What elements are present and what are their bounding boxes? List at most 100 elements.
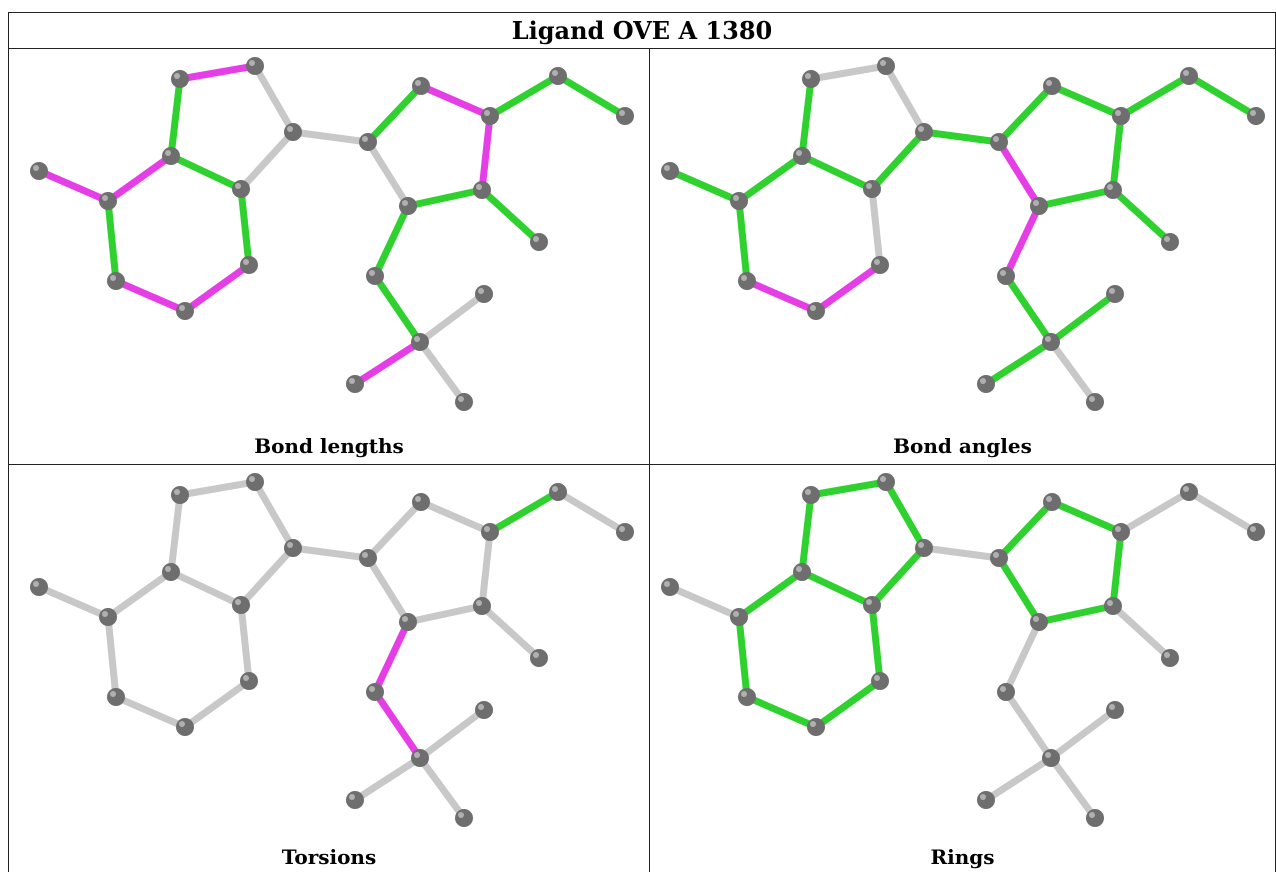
- bond-green: [743, 693, 820, 731]
- atom-highlight: [1000, 270, 1006, 276]
- atom-highlight: [415, 80, 421, 86]
- atom: [793, 147, 811, 165]
- atom-highlight: [619, 110, 625, 116]
- bond-green: [868, 544, 928, 609]
- atom: [1106, 701, 1124, 719]
- bond-green: [371, 272, 424, 346]
- atom: [240, 672, 258, 690]
- bond-grey: [1002, 688, 1055, 762]
- atom-highlight: [1107, 184, 1113, 190]
- bond-green: [404, 186, 486, 210]
- bond-grey: [351, 754, 424, 804]
- atom-highlight: [1183, 70, 1189, 76]
- bond-grey: [1047, 754, 1099, 822]
- atom: [107, 688, 125, 706]
- atom-highlight: [458, 396, 464, 402]
- atom: [475, 701, 493, 719]
- bond-green: [798, 491, 815, 576]
- atom-highlight: [533, 652, 539, 658]
- figure-title: Ligand OVE A 1380: [511, 15, 773, 45]
- atom-highlight: [235, 599, 241, 605]
- atom-highlight: [880, 476, 886, 482]
- atom: [1030, 197, 1048, 215]
- atom-highlight: [880, 60, 886, 66]
- bond-grey: [364, 138, 412, 210]
- bond-grey: [807, 62, 890, 83]
- bond-grey: [416, 706, 488, 762]
- atom: [1104, 181, 1122, 199]
- bond-green: [995, 554, 1043, 626]
- atom-highlight: [805, 489, 811, 495]
- bond-magenta: [995, 138, 1043, 210]
- atom-highlight: [243, 675, 249, 681]
- atom-highlight: [458, 812, 464, 818]
- atom: [1112, 523, 1130, 541]
- bond-magenta: [35, 167, 112, 205]
- bond-green: [1109, 186, 1174, 246]
- atom-highlight: [1109, 704, 1115, 710]
- atom: [162, 563, 180, 581]
- bond-magenta: [351, 338, 424, 388]
- atom: [977, 375, 995, 393]
- atom-highlight: [1250, 526, 1256, 532]
- panel-caption: Rings: [930, 845, 995, 869]
- bond-magenta: [176, 62, 259, 83]
- atom-highlight: [1000, 686, 1006, 692]
- atom: [1161, 649, 1179, 667]
- molecule-rings: [661, 473, 1265, 827]
- bond-grey: [251, 62, 297, 136]
- atom: [871, 256, 889, 274]
- bond-green: [798, 568, 876, 609]
- atom: [1112, 107, 1130, 125]
- atom: [346, 791, 364, 809]
- atom: [616, 523, 634, 541]
- atom: [412, 77, 430, 95]
- bond-grey: [237, 601, 253, 685]
- atom: [99, 608, 117, 626]
- atom: [661, 578, 679, 596]
- atom-highlight: [287, 126, 293, 132]
- atom-highlight: [993, 552, 999, 558]
- atom-highlight: [1107, 600, 1113, 606]
- atom: [530, 233, 548, 251]
- atom: [1180, 483, 1198, 501]
- atom-highlight: [1046, 496, 1052, 502]
- atom-highlight: [287, 542, 293, 548]
- bond-grey: [364, 498, 425, 562]
- bond-green: [868, 601, 884, 685]
- bond-grey: [666, 583, 743, 621]
- atom-highlight: [249, 476, 255, 482]
- atom: [284, 539, 302, 557]
- panel-caption: Bond angles: [893, 434, 1032, 458]
- atom-highlight: [1250, 110, 1256, 116]
- atom: [730, 608, 748, 626]
- atom-highlight: [484, 110, 490, 116]
- atom: [346, 375, 364, 393]
- bond-green: [1002, 272, 1055, 346]
- bond-green: [237, 185, 253, 269]
- atom: [549, 67, 567, 85]
- atom: [1106, 285, 1124, 303]
- atom-highlight: [174, 73, 180, 79]
- bond-grey: [289, 544, 372, 562]
- atom-highlight: [980, 794, 986, 800]
- atom: [1247, 523, 1265, 541]
- bond-grey: [882, 62, 928, 136]
- atom: [455, 393, 473, 411]
- atom: [481, 523, 499, 541]
- atom: [997, 683, 1015, 701]
- bond-grey: [1185, 488, 1260, 536]
- atom-highlight: [165, 150, 171, 156]
- atom-highlight: [733, 611, 739, 617]
- atom: [1043, 493, 1061, 511]
- atom-highlight: [179, 305, 185, 311]
- atom: [284, 123, 302, 141]
- atom: [481, 107, 499, 125]
- bond-magenta: [371, 618, 412, 696]
- panel-bond-lengths: Bond lengths: [9, 49, 649, 464]
- atom-highlight: [1109, 288, 1115, 294]
- atom-highlight: [918, 542, 924, 548]
- atom: [171, 486, 189, 504]
- atom-highlight: [1115, 526, 1121, 532]
- atom: [877, 473, 895, 491]
